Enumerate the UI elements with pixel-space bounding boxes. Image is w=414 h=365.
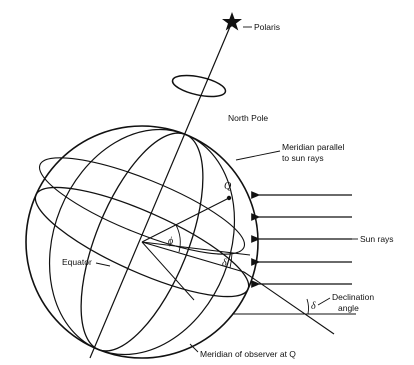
polar-axis — [90, 22, 232, 358]
declination-angle-arc — [307, 299, 309, 314]
sun-rays-label: Sun rays — [360, 234, 394, 244]
radius-lower — [142, 242, 194, 300]
north-pole-label: North Pole — [228, 113, 268, 123]
point-q-dot — [227, 196, 231, 200]
polaris-star — [222, 12, 242, 31]
north-pole-ring — [171, 72, 228, 101]
sun-rays — [259, 195, 352, 284]
declination-label-line2: angle — [338, 303, 359, 313]
declination-label-line1: Declination — [332, 292, 374, 302]
meridian-parallel-label-line1: Meridian parallel — [282, 142, 344, 152]
point-q-label: Q — [224, 181, 232, 192]
phi-angle-arc — [176, 225, 180, 252]
observer-meridian — [56, 117, 228, 360]
meridian-parallel-label-line2: to sun rays — [282, 153, 324, 163]
phi-label: ϕ — [168, 236, 173, 247]
polaris-label: Polaris — [254, 22, 280, 32]
meridian-parallel-to-sun — [17, 101, 267, 360]
meridian-parallel-leader — [236, 151, 280, 160]
meridian-observer-label: Meridian of observer at Q — [200, 349, 296, 359]
equator-leader — [96, 263, 110, 266]
radius-to-equator — [142, 242, 244, 272]
delta-small-label: δ — [311, 301, 316, 312]
declination-leader — [318, 298, 330, 305]
equator-label: Equator — [62, 257, 92, 267]
delta-center-label: δ — [222, 258, 227, 269]
radius-to-sun-plane — [142, 242, 250, 255]
declination-equator-extension — [244, 272, 334, 334]
